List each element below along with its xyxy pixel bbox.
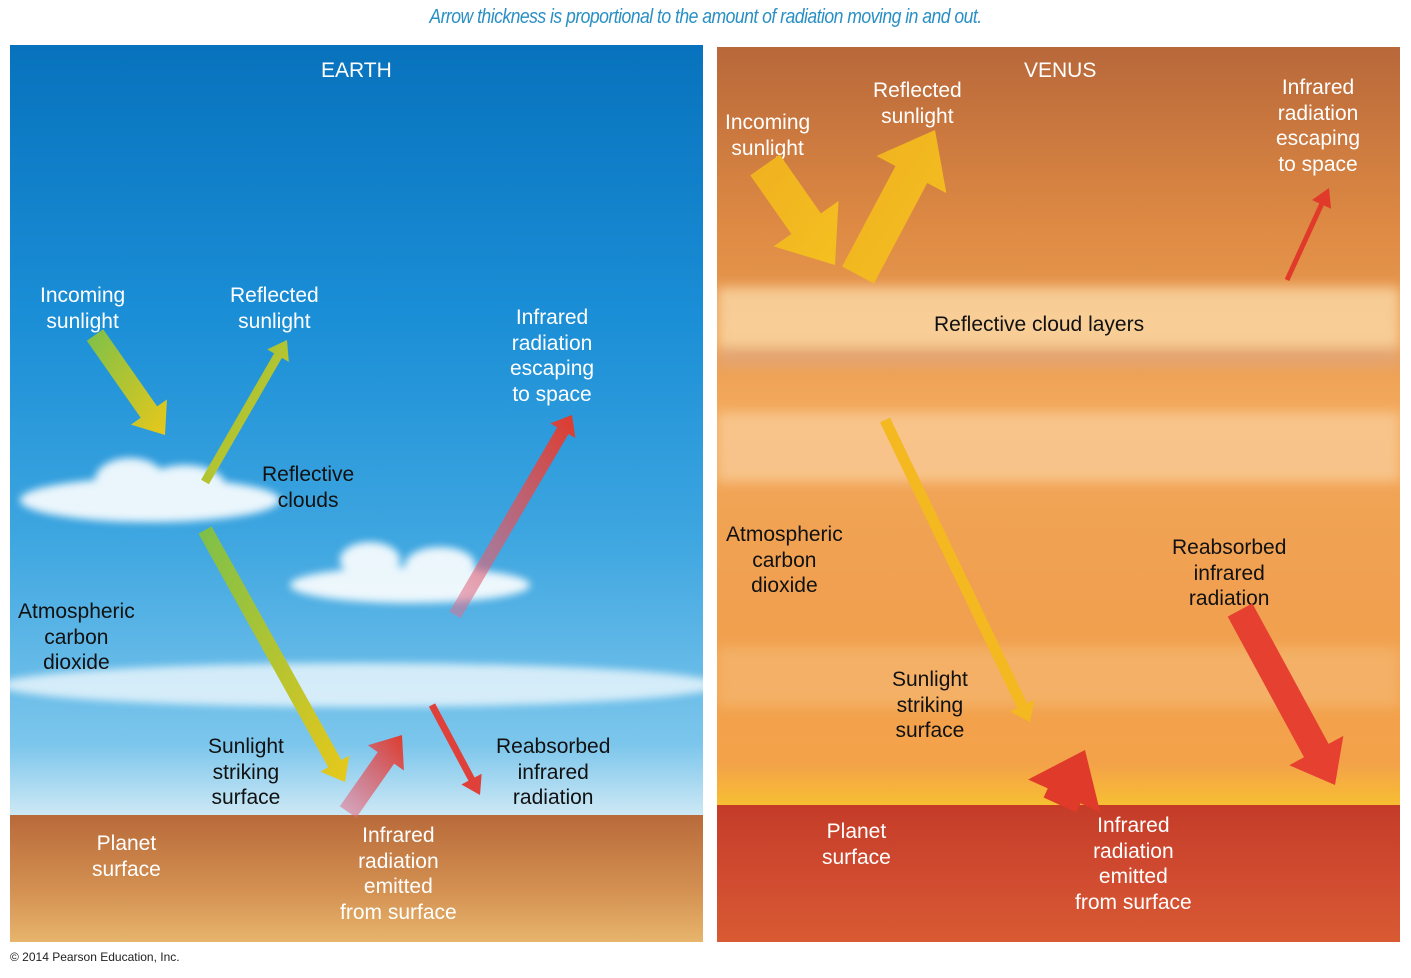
arrow-venus-ir-escaping	[1284, 188, 1332, 282]
label-planet-surface: Planet surface	[92, 832, 161, 881]
venus-title: VENUS	[1024, 59, 1097, 82]
label-atmospheric-co2: Atmospheric carbon dioxide	[18, 600, 135, 674]
arrow-venus-reabsorbed	[1227, 603, 1344, 785]
arrow-venus-striking	[880, 417, 1035, 722]
arrow-earth-striking	[198, 526, 350, 782]
planet-surface-earth	[10, 815, 703, 942]
venus-panel: VENUS Incoming sunlight Reflected sunlig…	[717, 47, 1400, 942]
planet-surface-venus	[717, 805, 1400, 942]
label-incoming-sunlight: Incoming sunlight	[40, 284, 126, 333]
arrow-earth-ir-emitted	[339, 735, 404, 818]
label-reflective-clouds: Reflective clouds	[262, 463, 355, 512]
arrow-venus-ir-emitted	[1028, 750, 1101, 813]
copyright: © 2014 Pearson Education, Inc.	[10, 950, 180, 964]
label-ir-escaping: Infrared radiation escaping to space	[1276, 76, 1361, 176]
label-ir-emitted: Infrared radiation emitted from surface	[1075, 814, 1192, 914]
arrow-venus-incoming	[750, 154, 839, 265]
arrow-earth-reabsorbed	[428, 703, 482, 795]
label-reabsorbed-ir: Reabsorbed infrared radiation	[496, 735, 611, 809]
arrow-venus-reflected	[842, 130, 947, 284]
label-atmospheric-co2: Atmospheric carbon dioxide	[726, 523, 843, 597]
caption: Arrow thickness is proportional to the a…	[429, 6, 982, 28]
arrow-earth-ir-escaping	[449, 415, 576, 619]
label-ir-escaping: Infrared radiation escaping to space	[510, 306, 595, 406]
label-reflected-sunlight: Reflected sunlight	[873, 79, 962, 128]
label-ir-emitted: Infrared radiation emitted from surface	[340, 824, 457, 924]
label-reabsorbed-ir: Reabsorbed infrared radiation	[1172, 536, 1287, 610]
label-sunlight-striking: Sunlight striking surface	[208, 735, 284, 809]
label-sunlight-striking: Sunlight striking surface	[892, 668, 968, 742]
label-planet-surface: Planet surface	[822, 820, 891, 869]
arrow-earth-reflected	[201, 340, 289, 485]
earth-title: EARTH	[321, 59, 392, 82]
label-reflective-cloud-layers: Reflective cloud layers	[934, 313, 1145, 336]
label-reflected-sunlight: Reflected sunlight	[230, 284, 319, 333]
label-incoming-sunlight: Incoming sunlight	[725, 111, 811, 160]
arrow-earth-incoming	[86, 329, 167, 435]
